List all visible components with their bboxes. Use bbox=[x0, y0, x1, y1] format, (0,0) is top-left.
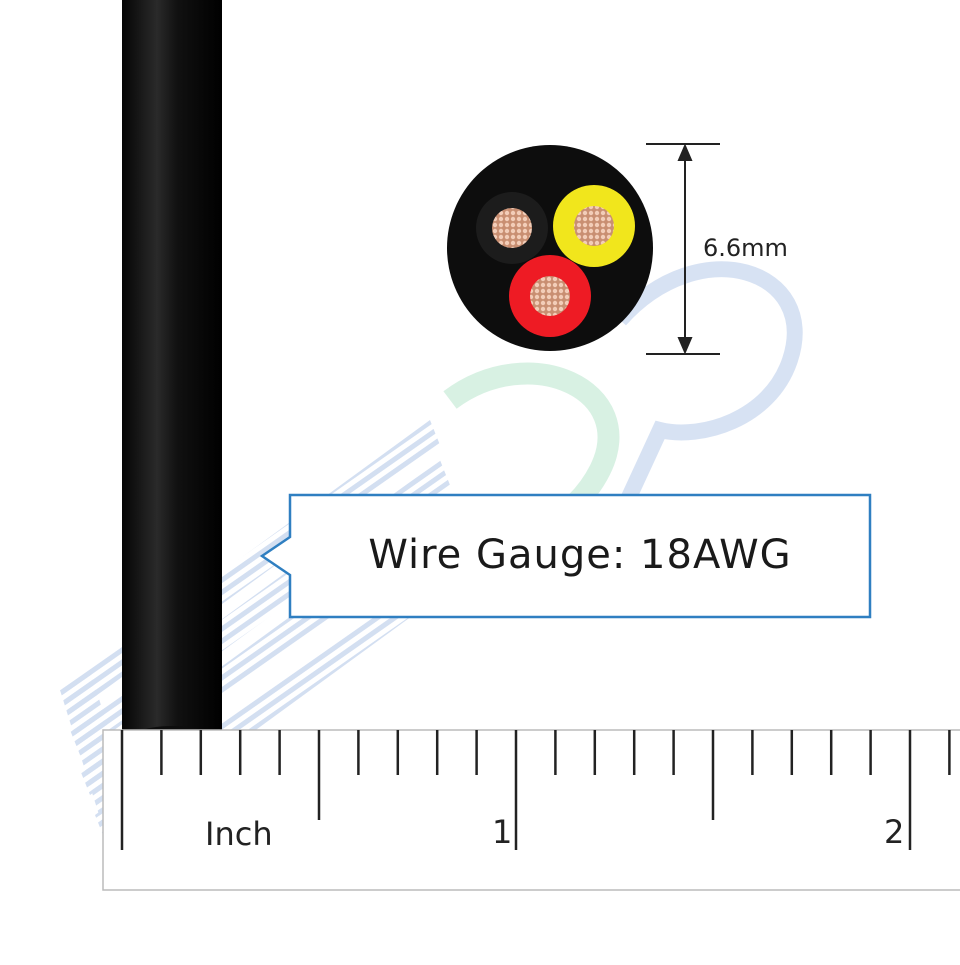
dimension-arrow-icon bbox=[646, 143, 720, 355]
ruler-label-2: 2 bbox=[884, 813, 905, 851]
diameter-label: 6.6mm bbox=[703, 234, 788, 262]
callout-box bbox=[259, 493, 872, 619]
ruler-label-1: 1 bbox=[492, 813, 513, 851]
ruler-unit-label: Inch bbox=[205, 815, 273, 853]
cable-body bbox=[122, 0, 222, 745]
cable-cross-section-icon bbox=[447, 145, 653, 351]
ruler bbox=[102, 729, 960, 891]
wire-gauge-label: Wire Gauge: 18AWG bbox=[368, 532, 792, 578]
